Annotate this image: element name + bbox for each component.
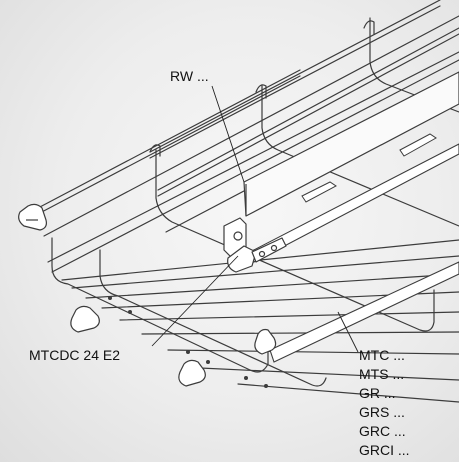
mtcdc-label: MTCDC 24 E2 [29, 347, 121, 363]
rw-divider-plate [243, 71, 459, 217]
transverse-u-wires [51, 17, 459, 387]
mtcdc-leader-line [151, 255, 239, 347]
product-label-mts: MTS ... [359, 366, 405, 382]
products-leader-line [337, 311, 359, 353]
product-label-grs: GRS ... [359, 404, 405, 420]
rw-leader-line [211, 85, 245, 183]
product-label-grc: GRC ... [359, 423, 406, 439]
product-list: MTC ... MTS ... GR ... GRS ... GRC ... G… [359, 346, 410, 460]
floor-bolts [108, 296, 268, 388]
rw-label: RW ... [170, 68, 209, 84]
splice-clips [18, 203, 277, 387]
product-label-mtc: MTC ... [359, 347, 405, 363]
rim-curls [149, 20, 375, 157]
product-label-grci: GRCI ... [359, 442, 410, 458]
mtcdc-connector [223, 217, 287, 273]
front-side-wall-wires [37, 15, 459, 273]
leader-lines [151, 85, 359, 353]
product-label-gr: GR ... [359, 385, 396, 401]
slotted-profile [249, 143, 459, 363]
